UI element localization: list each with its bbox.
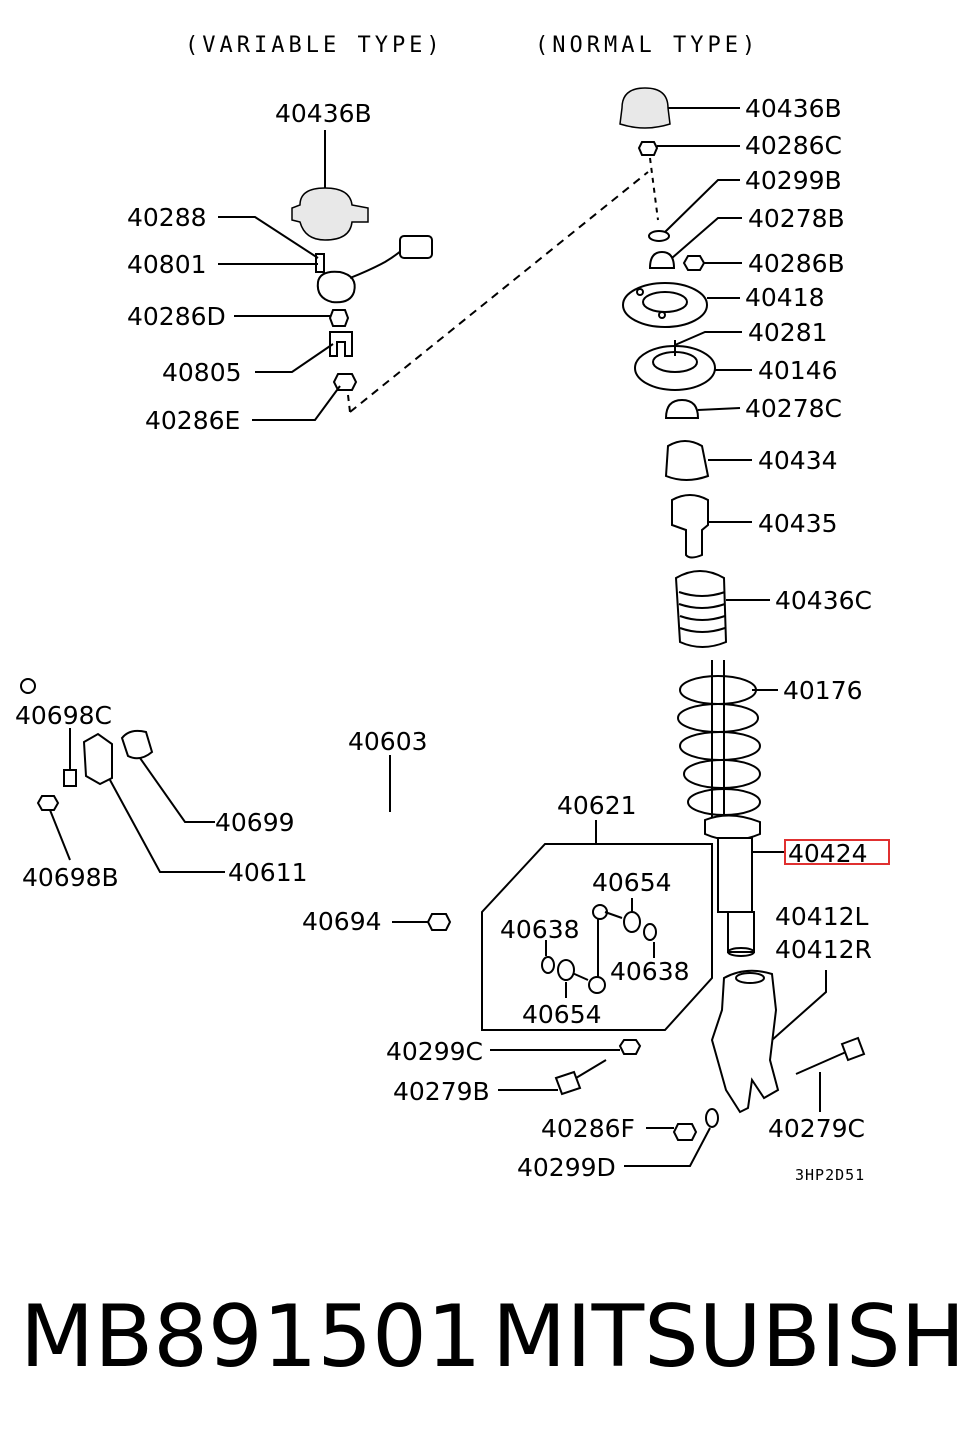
connector [399, 235, 433, 259]
header-normal-type: (NORMAL TYPE) [535, 33, 759, 58]
label-40801: 40801 [127, 250, 207, 279]
nut-40694 [426, 913, 452, 931]
label-40436C: 40436C [775, 586, 872, 615]
bushing-40278C [664, 398, 700, 419]
stabilizer-link-group [481, 820, 713, 1031]
header-variable-type: (VARIABLE TYPE) [185, 33, 444, 58]
bushing-40699 [120, 729, 154, 760]
nut-40286E [332, 373, 358, 391]
bushing-40654-top [623, 911, 641, 933]
label-40638-left: 40638 [500, 915, 580, 944]
label-40638-right: 40638 [610, 957, 690, 986]
nut-40299C [618, 1039, 642, 1055]
nut-40286C [637, 141, 659, 156]
label-40698C: 40698C [15, 701, 112, 730]
highlight-40424 [784, 839, 890, 865]
label-40424: 40424 [788, 839, 868, 868]
brand-name: MITSUBISHI [492, 1287, 960, 1387]
label-40286D: 40286D [127, 302, 226, 331]
label-40299D: 40299D [517, 1153, 616, 1182]
nut-40286B [682, 255, 706, 271]
label-40288: 40288 [127, 203, 207, 232]
label-40654-top: 40654 [592, 868, 672, 897]
bushing-40654-bottom [557, 959, 575, 981]
label-40176: 40176 [783, 676, 863, 705]
label-40694: 40694 [302, 907, 382, 936]
label-40611: 40611 [228, 858, 308, 887]
label-40299B: 40299B [745, 166, 842, 195]
label-40805: 40805 [162, 358, 242, 387]
label-40146: 40146 [758, 356, 838, 385]
label-40278B: 40278B [748, 204, 845, 233]
bolt-40279C-head [840, 1036, 866, 1062]
label-40286C: 40286C [745, 131, 842, 160]
variable-type-assembly [218, 130, 649, 421]
washer-40638-right [643, 923, 657, 941]
washer-40299B [648, 230, 670, 242]
label-40436B-left: 40436B [275, 99, 372, 128]
label-40279C: 40279C [768, 1114, 865, 1143]
label-40418: 40418 [745, 283, 825, 312]
label-40699: 40699 [215, 808, 295, 837]
nut-40698B [36, 795, 60, 811]
bolt-40279B-head [554, 1070, 582, 1096]
label-40434: 40434 [758, 446, 838, 475]
fasteners [490, 1036, 866, 1167]
label-40281: 40281 [748, 318, 828, 347]
diagram-code: 3HP2D51 [795, 1166, 865, 1184]
bolt-40279B [575, 1059, 607, 1079]
knuckle-40412 [710, 969, 780, 1114]
shock-lower-tube [727, 911, 755, 953]
label-40412R: 40412R [775, 935, 872, 964]
spring-lower-seat [704, 814, 761, 841]
label-40299C: 40299C [386, 1037, 483, 1066]
label-40412L: 40412L [775, 902, 869, 931]
strut-cap-variable [291, 187, 369, 241]
label-40286B: 40286B [748, 249, 845, 278]
shock-absorber-40424 [717, 837, 753, 913]
stabilizer-assembly [20, 672, 481, 933]
bolt-40279C [795, 1051, 847, 1075]
bump-rubber-40434 [664, 440, 710, 481]
label-40435: 40435 [758, 509, 838, 538]
label-40278C: 40278C [745, 394, 842, 423]
label-40286F: 40286F [541, 1114, 635, 1143]
label-40603: 40603 [348, 727, 428, 756]
label-40286E: 40286E [145, 406, 240, 435]
actuator [316, 270, 356, 304]
label-40621: 40621 [557, 791, 637, 820]
nut-40286F [672, 1123, 698, 1141]
link-box-40621 [481, 843, 713, 1031]
washer-40638-left [541, 956, 555, 974]
washer-40299D [705, 1108, 719, 1128]
upper-mount-40418 [622, 282, 708, 328]
bracket-40805 [329, 331, 353, 357]
label-40698B: 40698B [22, 863, 119, 892]
nut-40286D [328, 309, 350, 327]
part-number: MB891501 [20, 1287, 482, 1387]
strut-cap-normal [619, 87, 671, 129]
bolt-40698C [63, 769, 77, 787]
label-40279B: 40279B [393, 1077, 490, 1106]
bump-stop-40435 [671, 494, 709, 559]
coil-spring-40176 [677, 660, 761, 820]
label-40436B-right: 40436B [745, 94, 842, 123]
strut-assembly [619, 87, 827, 1114]
bracket-40611 [82, 732, 113, 786]
label-40654-bottom: 40654 [522, 1000, 602, 1029]
dust-boot-40436C [674, 570, 728, 648]
bushing-40278B [648, 250, 676, 269]
